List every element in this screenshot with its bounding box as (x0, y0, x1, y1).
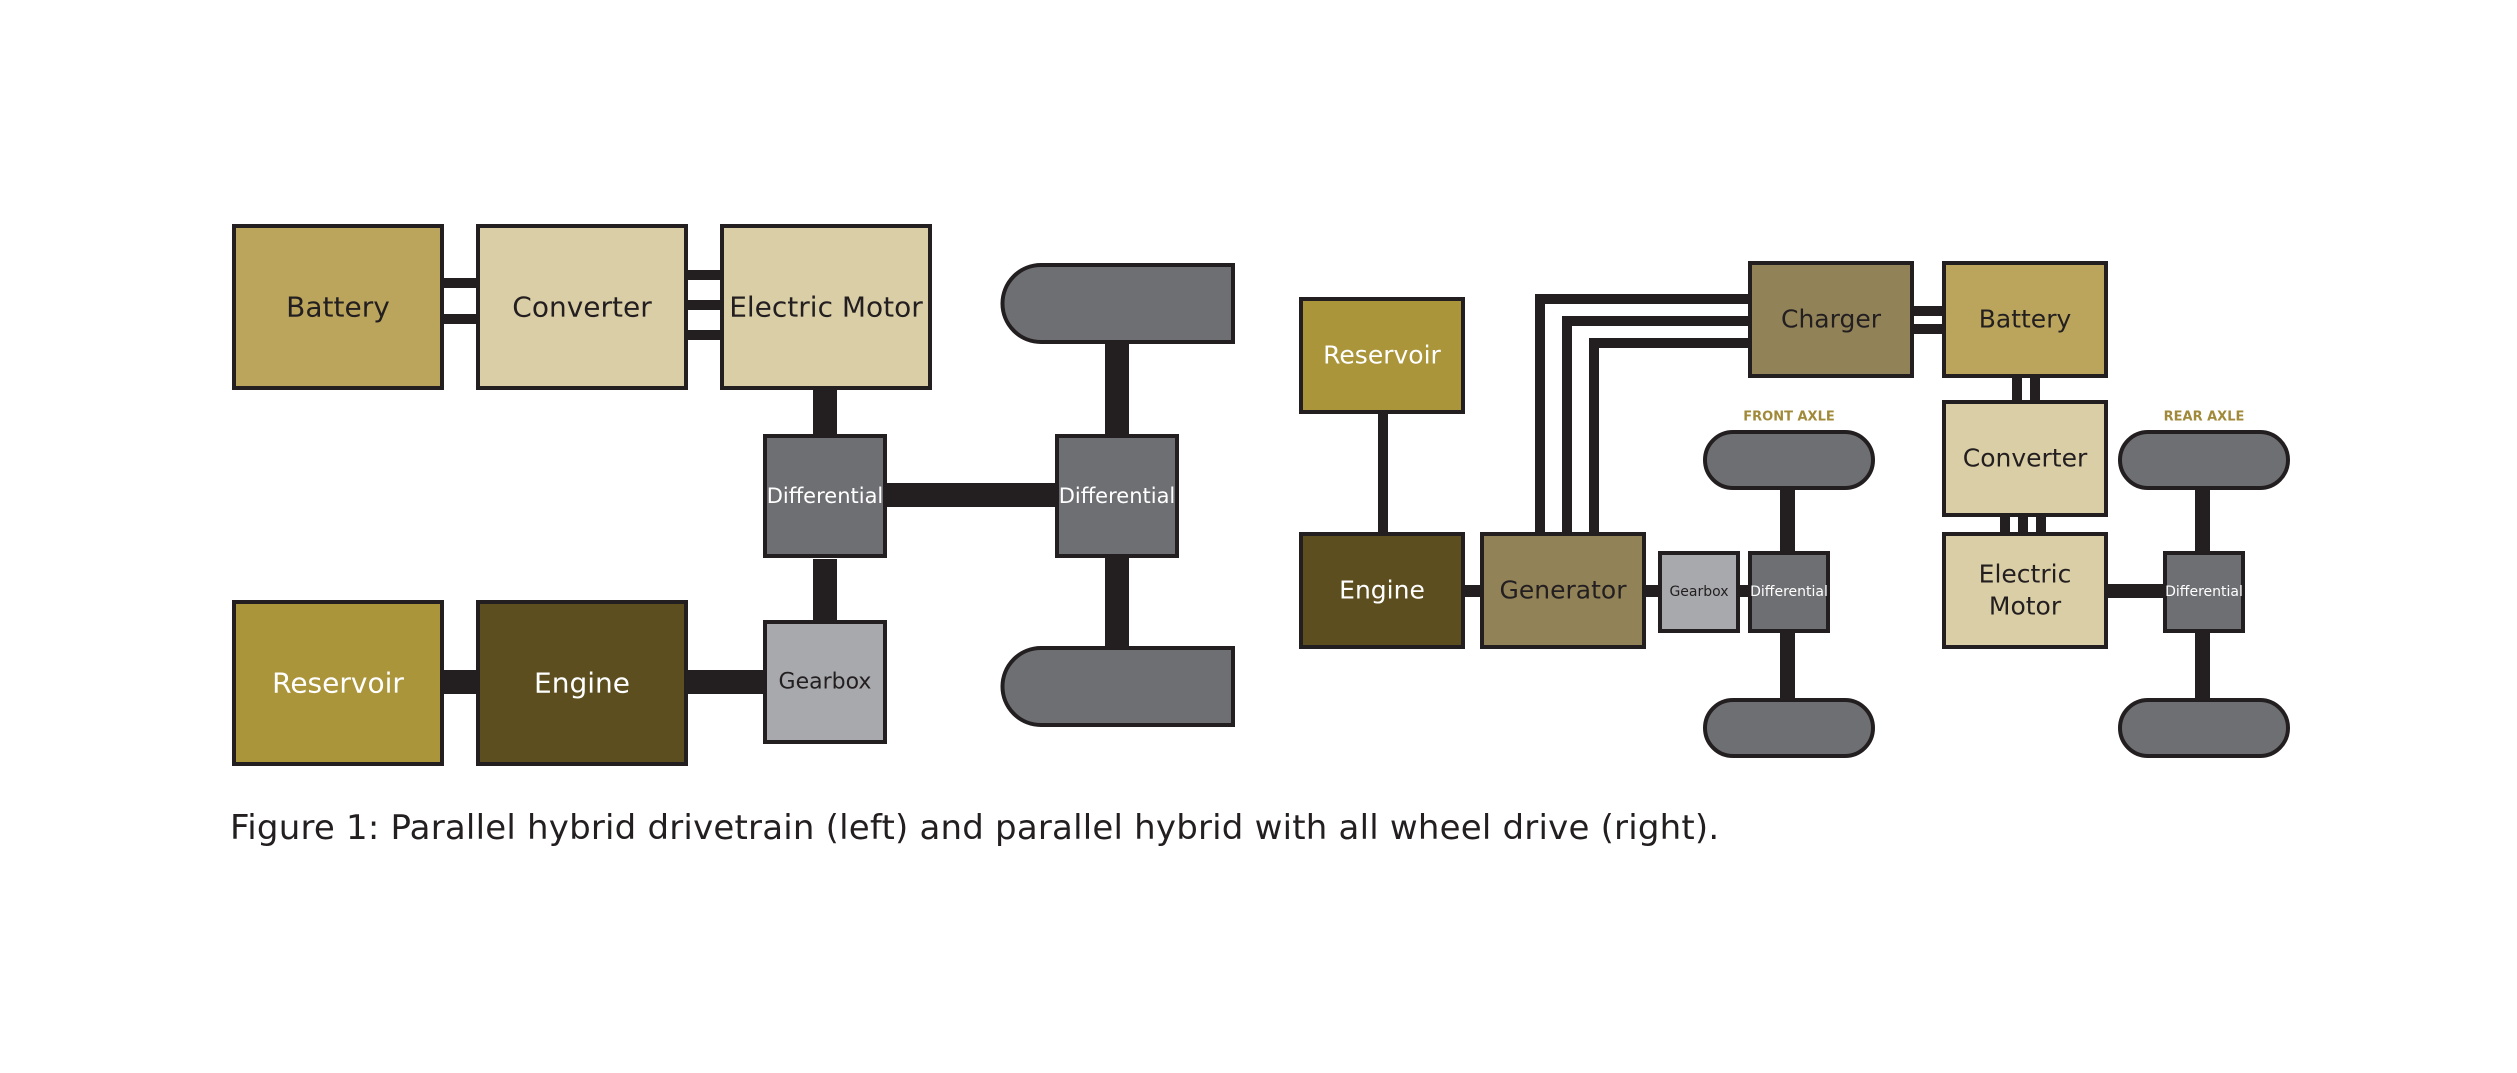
right-converter-label: Converter (1963, 444, 2088, 473)
right-battery-label: Battery (1979, 305, 2072, 334)
rear-axle-label: REAR AXLE (2164, 410, 2245, 425)
wire-generator-charger-2 (1562, 316, 1572, 534)
wire-generator-charger-1 (1535, 294, 1545, 534)
right-engine-label: Engine (1339, 576, 1425, 605)
link-converter-motor-1 (686, 270, 722, 280)
link-charger-battery-1 (1912, 306, 1942, 316)
right-engine-block (1299, 532, 1465, 649)
link-gearbox-front-differential (1738, 585, 1750, 597)
right-front-differential-label: Differential (1750, 584, 1828, 600)
link-converter-motor-2 (686, 300, 722, 310)
link-reservoir-engine (442, 670, 478, 694)
link-converter-motor-r3 (2036, 515, 2046, 535)
left-engine-label: Engine (534, 667, 630, 700)
left-engine-block (476, 600, 688, 766)
left-reservoir-label: Reservoir (272, 667, 404, 700)
right-charger-label: Charger (1781, 305, 1882, 334)
right-charger-block (1748, 261, 1914, 378)
wire-generator-charger-1-h (1535, 294, 1750, 304)
left-wheel-bottom (1000, 646, 1235, 727)
right-reservoir-block (1299, 297, 1465, 414)
wire-generator-charger-3-h (1589, 338, 1750, 348)
link-converter-motor-r1 (2000, 515, 2010, 535)
left-reservoir-block (232, 600, 444, 766)
right-blocks: Reservoir Engine Generator Charger Batte… (1299, 261, 2290, 758)
link-battery-converter-1 (442, 278, 478, 288)
left-battery-block (232, 224, 444, 390)
link-battery-converter-r1 (2012, 376, 2022, 404)
right-reservoir-label: Reservoir (1323, 341, 1441, 370)
left-electric-motor-label: Electric Motor (729, 291, 923, 324)
wire-generator-charger-3 (1589, 338, 1599, 534)
right-rear-differential-label: Differential (2165, 584, 2243, 600)
link-charger-battery-2 (1912, 324, 1942, 334)
right-generator-block (1480, 532, 1646, 649)
left-battery-label: Battery (286, 291, 390, 324)
right-front-differential-block (1748, 551, 1830, 633)
right-electric-motor-label-2: Motor (1989, 592, 2062, 621)
front-wheel-bottom (1703, 698, 1875, 758)
link-converter-motor-r2 (2018, 515, 2028, 535)
left-gearbox-block (763, 620, 887, 744)
right-converter-block (1942, 400, 2108, 517)
rear-wheel-top (2118, 430, 2290, 490)
front-axle-label: FRONT AXLE (1743, 410, 1834, 425)
left-differential-block-1 (763, 434, 887, 558)
left-blocks: Battery Converter Electric Motor Differe… (232, 224, 1235, 766)
shaft-differential-differential (885, 483, 1058, 507)
right-battery-block (1942, 261, 2108, 378)
right-gearbox-block (1658, 551, 1740, 633)
right-electric-motor-block (1942, 532, 2108, 649)
left-electric-motor-block (720, 224, 932, 390)
link-battery-converter-r2 (2030, 376, 2040, 404)
shaft-engine-gearbox (686, 670, 766, 694)
front-wheel-top (1703, 430, 1875, 490)
shaft-motor-differential (813, 389, 837, 437)
right-generator-label: Generator (1500, 576, 1628, 605)
link-right-engine-generator (1463, 585, 1483, 597)
left-converter-label: Converter (512, 291, 652, 324)
left-converter-block (476, 224, 688, 390)
link-converter-motor-3 (686, 330, 722, 340)
right-rear-differential-block (2163, 551, 2245, 633)
left-gearbox-label: Gearbox (779, 670, 872, 695)
right-electric-motor-label-1: Electric (1979, 560, 2072, 589)
link-generator-gearbox (1642, 585, 1660, 597)
left-wheel-top (1000, 263, 1235, 344)
left-differential-label-2: Differential (1059, 484, 1176, 508)
left-differential-label-1: Differential (767, 484, 884, 508)
wire-generator-charger-2-h (1562, 316, 1750, 326)
figure-caption: Figure 1: Parallel hybrid drivetrain (le… (230, 808, 1720, 848)
rear-wheel-bottom (2118, 698, 2290, 758)
shaft-differential-gearbox (813, 559, 837, 622)
link-right-reservoir-engine (1378, 411, 1388, 535)
left-differential-block-2 (1055, 434, 1179, 558)
right-gearbox-label: Gearbox (1669, 584, 1728, 600)
link-battery-converter-2 (442, 314, 478, 324)
link-motor-rear-differential (2105, 584, 2165, 598)
